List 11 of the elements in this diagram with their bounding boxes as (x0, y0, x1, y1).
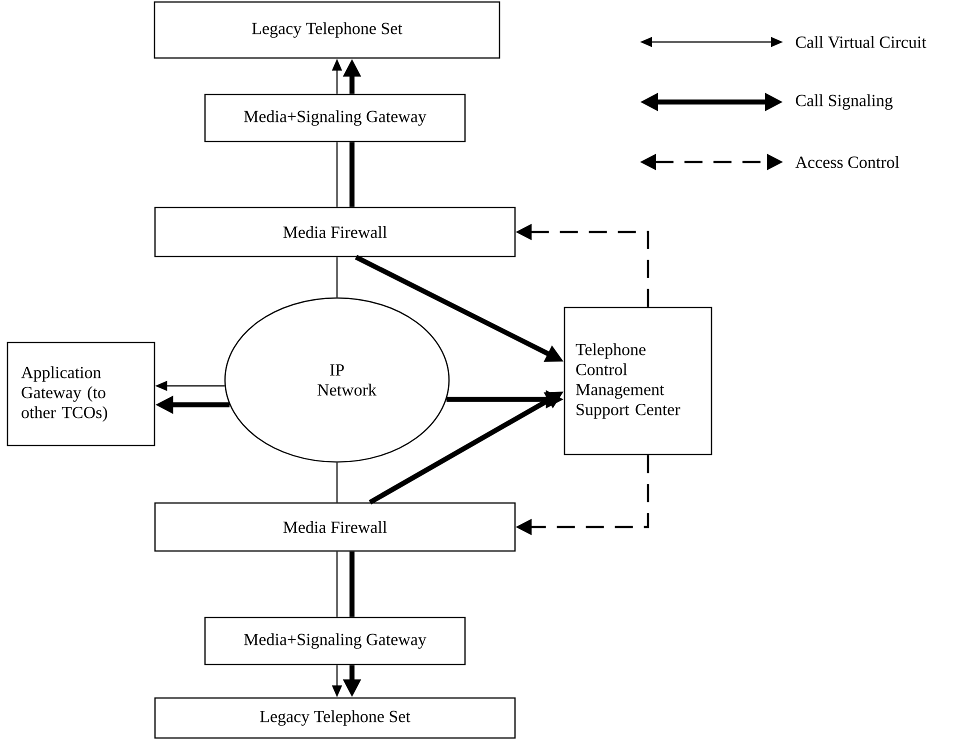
legend-label: Call Signaling (796, 94, 893, 110)
firewall-box: Media Firewall (154, 206, 516, 258)
gateway-box: Media+Signaling Gateway (204, 616, 466, 666)
gateway-box: Media+Signaling Gateway (204, 94, 466, 142)
control-center-box: Telephone Control Management Support Center (564, 306, 712, 456)
firewall-box: Media Firewall (154, 502, 516, 552)
device-box: Legacy Telephone Set (154, 697, 516, 739)
device-box: Legacy Telephone Set (154, 1, 500, 59)
legend-label: Access Control (795, 156, 900, 168)
gateway-box: Application Gateway (to other TCOs) (6, 342, 156, 446)
legend-label: Call Virtual Circuit (796, 36, 926, 48)
